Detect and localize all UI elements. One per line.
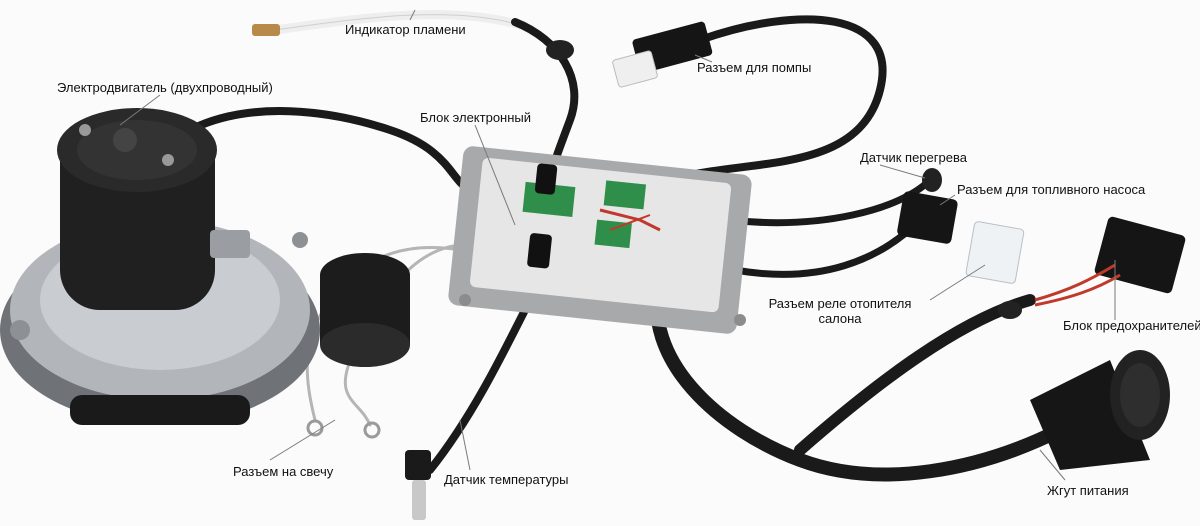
electronic-unit [448, 146, 752, 334]
leader-glow-plug [269, 419, 336, 461]
motor-cable [186, 107, 474, 194]
leader-temperature-sensor [459, 419, 471, 471]
label-glow-plug-connector: Разъем на свечу [233, 464, 334, 479]
leader-heater-relay [929, 264, 986, 301]
pump-cable [686, 15, 887, 179]
label-motor: Электродвигатель (двухпроводный) [57, 80, 273, 95]
fuel-pump-connector-body [897, 191, 958, 244]
label-heater-relay-line2: салона [818, 311, 862, 326]
label-flame-indicator: Индикатор пламени [345, 22, 466, 37]
leader-pump-connector [694, 54, 713, 63]
leader-electronic-unit [474, 124, 516, 226]
label-heater-relay-line1: Разъем реле отопителя [768, 296, 912, 311]
electric-motor [0, 108, 320, 425]
label-temperature-sensor: Датчик температуры [444, 472, 569, 487]
overheat-cable [726, 176, 934, 227]
flame-indicator-probe [252, 24, 280, 36]
leader-overheat-sensor [879, 164, 926, 179]
leader-flame-indicator [409, 9, 416, 21]
label-heater-relay: Разъем реле отопителя салона [760, 296, 920, 326]
glow-plug-connector [306, 253, 410, 439]
label-power-harness: Жгут питания [1047, 483, 1129, 498]
flame-indicator-wire-outline [274, 14, 521, 31]
power-harness-cable [649, 273, 1067, 482]
fuel-pump-cable [731, 216, 924, 278]
label-electronic-unit: Блок электронный [420, 110, 532, 125]
leader-fuel-pump-connector [939, 194, 956, 206]
power-harness-plug [1030, 350, 1170, 470]
label-pump-connector: Разъем для помпы [697, 60, 812, 75]
leader-lines [119, 9, 1116, 481]
heater-relay-connector-body [965, 221, 1025, 284]
pump-connector [612, 21, 713, 88]
label-overheat-sensor: Датчик перегрева [860, 150, 967, 165]
leader-power-harness [1039, 449, 1066, 481]
temperature-cable [426, 296, 534, 474]
grommets [546, 40, 1022, 319]
temperature-sensor-body [405, 450, 431, 520]
overheat-sensor-body [922, 168, 942, 192]
label-fuse-block: Блок предохранителей [1063, 318, 1200, 333]
leader-motor [119, 94, 161, 126]
fuse-block-body [1034, 216, 1186, 307]
label-fuel-pump-connector: Разъем для топливного насоса [957, 182, 1146, 197]
